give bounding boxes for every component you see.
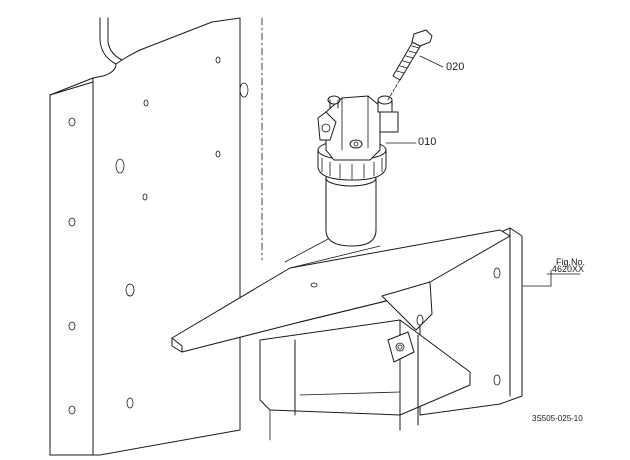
mounting-bracket <box>171 227 523 441</box>
panel-hole <box>215 150 221 158</box>
panel-hole <box>239 82 249 98</box>
mounting-bolt <box>387 29 433 101</box>
leader-figure <box>522 269 552 287</box>
part-number-020: 020 <box>446 61 465 73</box>
bracket-hole <box>493 267 501 279</box>
panel-hole <box>115 158 125 174</box>
bracket-hole <box>493 374 501 386</box>
leader-020 <box>419 55 444 68</box>
fuel-filter-assembly <box>317 95 399 247</box>
figure-number: 4620XX <box>552 264 585 274</box>
frame-panel <box>49 17 263 456</box>
bolt-hole <box>68 321 76 331</box>
panel-hole <box>142 193 148 201</box>
figure-label: Fig.No. <box>556 257 586 267</box>
panel-hole <box>143 99 149 107</box>
filter-head <box>325 95 381 161</box>
bolt-hole <box>68 405 76 415</box>
part-number-010: 010 <box>418 136 437 148</box>
panel-hole <box>126 397 134 409</box>
filter-bowl <box>325 177 377 247</box>
panel-hole <box>125 283 135 297</box>
panel-hole <box>215 56 221 64</box>
drawing-code: 3S505-025-10 <box>532 414 583 423</box>
mount-hole <box>310 282 318 288</box>
bolt-hole <box>68 217 76 227</box>
bolt-hole <box>68 117 76 127</box>
